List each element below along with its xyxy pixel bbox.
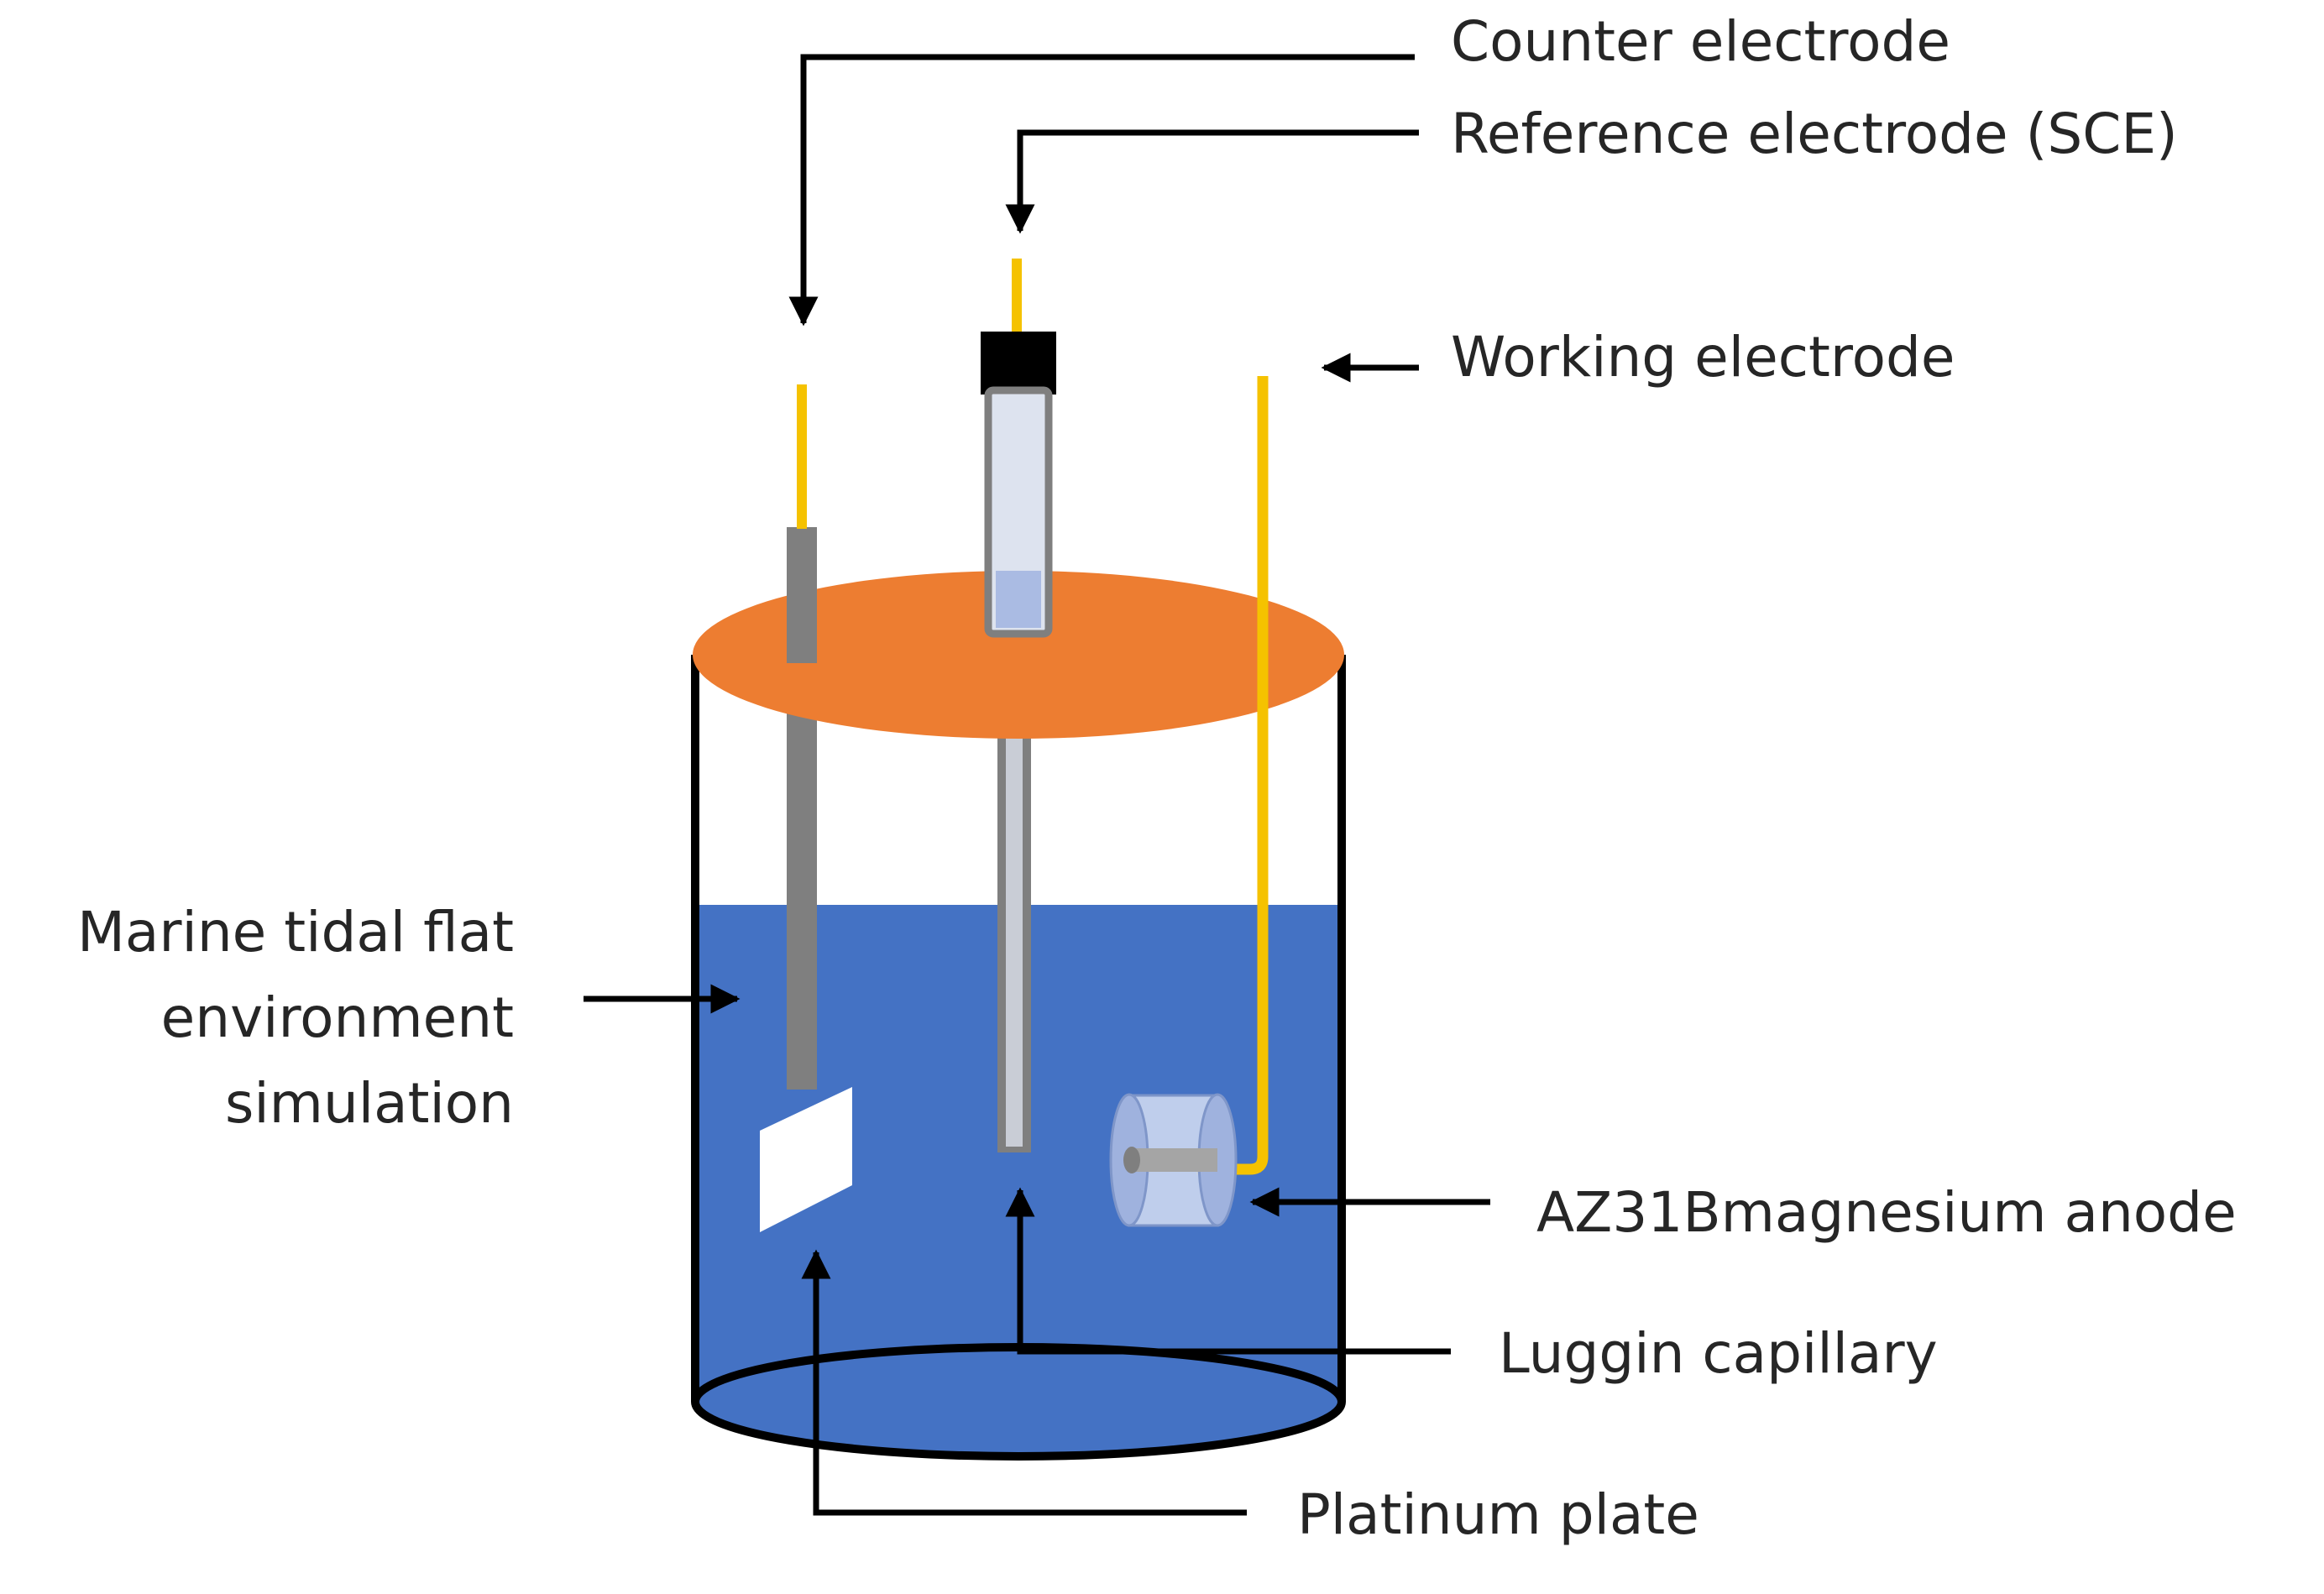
- luggin-capillary-label: Luggin capillary: [1499, 1321, 1938, 1386]
- luggin-capillary-leader: [1005, 1187, 1451, 1355]
- reference-electrode-wire: [1012, 259, 1022, 334]
- platinum-plate-leader: [801, 1249, 1247, 1516]
- working-electrode-wire: [1196, 376, 1269, 1175]
- leader-lines: [584, 54, 1490, 1516]
- platinum-plate-label: Platinum plate: [1297, 1482, 1699, 1547]
- electrolyte-solution: [695, 905, 1342, 1456]
- marine-environment-label-line2: environment: [161, 985, 514, 1050]
- counter-electrode-leader: [788, 54, 1415, 327]
- reference-electrode-label: Reference electrode (SCE): [1451, 102, 2178, 166]
- working-electrode-label: Working electrode: [1451, 325, 1955, 389]
- reference-electrode-leader: [1005, 129, 1419, 234]
- marine-environment-label-line1: Marine tidal flat: [77, 900, 514, 964]
- luggin-capillary: [997, 720, 1031, 1152]
- reference-electrode: [981, 259, 1056, 638]
- magnesium-anode: [1109, 1093, 1238, 1227]
- cell-lid: [693, 571, 1344, 739]
- counter-electrode-rod-top: [787, 527, 817, 663]
- anode-label: AZ31Bmagnesium anode: [1536, 1180, 2237, 1245]
- reference-electrode-cap: [981, 332, 1056, 395]
- counter-electrode-label: Counter electrode: [1451, 9, 1950, 74]
- reference-electrode-solution: [996, 571, 1041, 628]
- marine-environment-label-line3: simulation: [225, 1071, 514, 1136]
- counter-electrode-wire: [797, 384, 807, 529]
- platinum-plate: [760, 1087, 852, 1232]
